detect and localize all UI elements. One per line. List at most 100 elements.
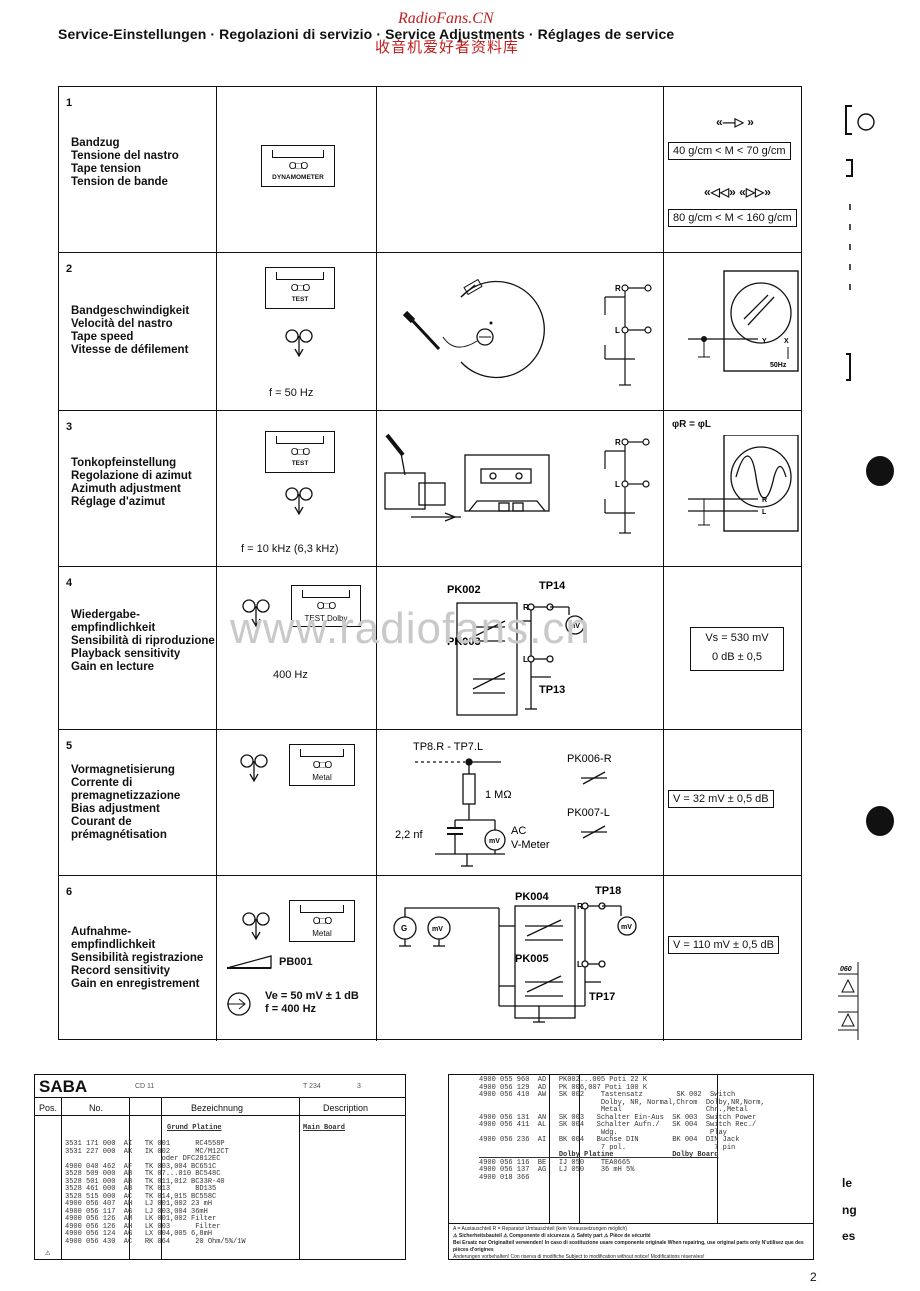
section-dolby: Dolby Platine Dolby Board bbox=[479, 1151, 719, 1159]
pk-l-label: PK007-L bbox=[567, 807, 610, 819]
tp-bottom-label: TP17 bbox=[589, 991, 615, 1003]
playback-circuit-diagram: PK002 TP14 PK003 TP13 R L mV bbox=[447, 581, 585, 716]
table-row: 4900 056 117 AG LJ 003,004 36mH bbox=[65, 1207, 208, 1216]
tension-range-play: 40 g/cm < M < 70 g/cm bbox=[668, 142, 791, 160]
cassette-label: Metal bbox=[312, 773, 332, 782]
l-channel-label: L bbox=[615, 326, 620, 335]
meter-label-right: mV bbox=[621, 924, 632, 931]
label-de-1: Wiedergabe- bbox=[71, 609, 140, 621]
col-description: Description bbox=[323, 1103, 369, 1113]
value-cell: φR = φL R L bbox=[663, 411, 801, 566]
test-frequency: f = 10 kHz (6,3 kHz) bbox=[241, 543, 339, 555]
cassette-icon: O□O TEST bbox=[265, 431, 335, 473]
adjustment-row-1: 1 Bandzug Tensione del nastro Tape tensi… bbox=[59, 87, 801, 252]
label-fr-2: prémagnétisation bbox=[71, 829, 167, 841]
table-row: 4900 056 430 AC RK 064 20 Ohm/5%/1W bbox=[65, 1237, 246, 1246]
input-voltage: Ve = 50 mV ± 1 dB bbox=[265, 990, 359, 1002]
table-row: Metal Chr.,Metal bbox=[479, 1106, 748, 1114]
doc-code: T 234 bbox=[303, 1083, 321, 1090]
label-fr: Réglage d'azimut bbox=[71, 496, 166, 508]
parts-list-main: SABA CD 11 T 234 3 Pos. No. Bezeichnung … bbox=[34, 1074, 406, 1260]
label-de: Bandzug bbox=[71, 137, 120, 149]
adjustment-row-4: 4 Wiedergabe- empfindlichkeit Sensibilit… bbox=[59, 566, 801, 729]
sensitivity-value-box: Vs = 530 mV 0 dB ± 0,5 bbox=[690, 627, 784, 671]
label-fr: Gain en lecture bbox=[71, 661, 155, 673]
pk-top-label: PK002 bbox=[447, 584, 481, 596]
cassette-label: Metal bbox=[312, 929, 332, 938]
r-channel-label: R bbox=[615, 438, 621, 447]
col-no: No. bbox=[89, 1103, 104, 1113]
label-de-2: empfindlichkeit bbox=[71, 939, 156, 951]
row-number: 6 bbox=[66, 886, 73, 898]
doc-page: 3 bbox=[357, 1083, 361, 1090]
section-grund-platine: Grund Platine bbox=[167, 1124, 222, 1132]
diagram-cell: G mV mV PK004 TP18 PK005 TP17 R L bbox=[376, 876, 663, 1041]
page-number: 2 bbox=[810, 1270, 817, 1284]
table-row: 4900 056 129 AD PK 006,007 Poti 100 K bbox=[479, 1083, 648, 1092]
pb-label: PB001 bbox=[279, 956, 313, 968]
watermark-chinese: 收音机爱好者资料库 bbox=[375, 39, 520, 56]
label-it: Sensibilità di riproduzione bbox=[71, 635, 215, 647]
table-row: 4900 056 236 AI BK 004 Buchse DIN BK 004… bbox=[479, 1136, 740, 1144]
tp-top-label: TP14 bbox=[539, 581, 566, 592]
value-cell: V = 32 mV ± 0,5 dB bbox=[663, 730, 801, 875]
test-point-label: TP8.R - TP7.L bbox=[413, 741, 483, 753]
label-de: Tonkopfeinstellung bbox=[71, 457, 177, 469]
value-cell: Y X 50Hz bbox=[663, 253, 801, 410]
vs-value: Vs = 530 mV bbox=[705, 632, 769, 644]
label-it: Tensione del nastro bbox=[71, 150, 179, 162]
ff-rew-symbol: «◁◁» «▷▷» bbox=[704, 185, 771, 199]
label-cell: 6 Aufnahme- empfindlichkeit Sensibilità … bbox=[59, 876, 216, 1041]
label-en: Azimuth adjustment bbox=[71, 483, 181, 495]
row-number: 5 bbox=[66, 740, 73, 752]
cassette-icon: O□O TEST Dolby bbox=[291, 585, 361, 627]
table-row: 3528 501 000 AB TK 011,012 BC33R-40 bbox=[65, 1177, 225, 1186]
table-row: 7 pol. 7 pin bbox=[479, 1143, 736, 1152]
label-cell: 3 Tonkopfeinstellung Regolazione di azim… bbox=[59, 411, 216, 566]
label-en: Tape tension bbox=[71, 163, 142, 175]
diagram-cell: R L bbox=[376, 411, 663, 566]
col-pos: Pos. bbox=[39, 1103, 58, 1113]
adjustment-row-6: 6 Aufnahme- empfindlichkeit Sensibilità … bbox=[59, 875, 801, 1041]
bias-circuit-diagram: TP8.R - TP7.L 1 MΩ 2,2 nf mV AC V-Meter … bbox=[395, 741, 612, 867]
l-channel-label: L bbox=[615, 480, 620, 489]
cassette-label: TEST bbox=[291, 296, 309, 303]
watermark-url: www.radiofans.cn bbox=[230, 604, 591, 653]
margin-code: 060 bbox=[840, 966, 852, 973]
parts-list-continued: 4900 055 960 AD PK002...005 Poti 22 K 49… bbox=[448, 1074, 814, 1260]
margin-text-3: es bbox=[842, 1229, 856, 1243]
label-en: Playback sensitivity bbox=[71, 648, 181, 660]
row-number: 2 bbox=[66, 263, 73, 275]
legend-line: A = Austauschteil R = Reparatur Umtausch… bbox=[453, 1226, 627, 1232]
diagram-cell bbox=[376, 87, 663, 252]
capacitor-label: 2,2 nf bbox=[395, 829, 423, 841]
table-row: Wdg. Play bbox=[479, 1128, 727, 1137]
cassette-icon: O□O Metal bbox=[289, 900, 355, 942]
label-en: Bias adjustment bbox=[71, 803, 160, 815]
punch-hole-bottom bbox=[866, 806, 894, 836]
adjustment-row-5: 5 Vormagnetisierung Corrente di premagne… bbox=[59, 729, 801, 875]
pk-r-label: PK006-R bbox=[567, 753, 612, 765]
generator-label: G bbox=[401, 924, 407, 933]
table-row: 4900 056 407 AH LJ 001,002 23 mH bbox=[65, 1200, 213, 1208]
label-it-2: premagnetizzazione bbox=[71, 790, 181, 802]
table-row: 4900 056 126 AH LK 003 Filter bbox=[65, 1222, 221, 1231]
setup-cell: O□O TEST Dolby 400 Hz bbox=[216, 567, 376, 729]
db-tolerance: 0 dB ± 0,5 bbox=[711, 651, 763, 663]
value-cell: Vs = 530 mV 0 dB ± 0,5 bbox=[663, 567, 801, 729]
oscilloscope-diagram: Y X 50Hz bbox=[688, 270, 799, 372]
table-row: 4900 055 960 AD PK002...005 Poti 22 K bbox=[479, 1076, 648, 1084]
pk-top-label: PK004 bbox=[515, 891, 550, 903]
scope-frequency: 50Hz bbox=[770, 362, 787, 369]
row-labels: Tonkopfeinstellung Regolazione di azimut… bbox=[71, 457, 192, 509]
setup-cell: O□O DYNAMOMETER bbox=[216, 87, 376, 252]
table-row: Dolby, NR, Normal,Chrom Dolby,NR,Norm, bbox=[479, 1098, 765, 1107]
cassette-icon: O□O DYNAMOMETER bbox=[261, 145, 335, 187]
row-labels: Wiedergabe- empfindlichkeit Sensibilità … bbox=[71, 609, 215, 674]
table-row: 3528 461 000 AB TK 013 BD135 bbox=[65, 1185, 217, 1193]
test-frequency: f = 50 Hz bbox=[269, 387, 314, 399]
label-de-1: Aufnahme- bbox=[71, 926, 132, 938]
tp-top-label: TP18 bbox=[595, 886, 621, 897]
setup-cell: O□O TEST f = 50 Hz bbox=[216, 253, 376, 410]
diagram-cell: R L bbox=[376, 253, 663, 410]
